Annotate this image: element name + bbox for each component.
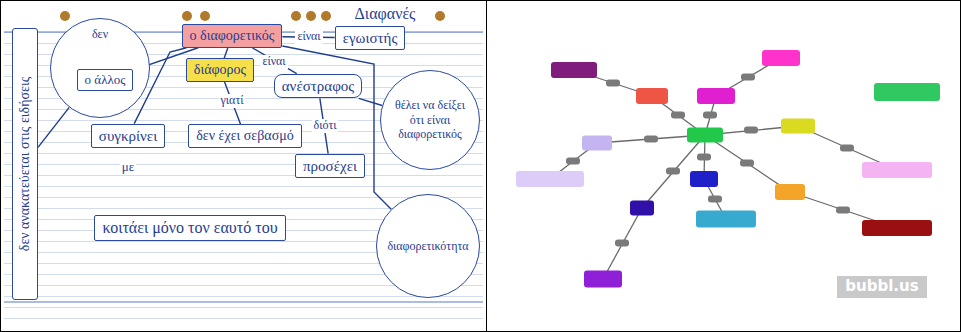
mindmap-lines: [550, 58, 897, 279]
connector-label: είναι: [295, 30, 322, 44]
concept-circle: δεν ο άλλος: [50, 18, 150, 118]
bottom-rule: [4, 302, 483, 303]
node-text: ο διαφορετικός: [190, 27, 275, 45]
mindmap-bubble: [781, 119, 815, 134]
concept-box: δεν έχει σεβασμό: [188, 124, 301, 148]
mindmap-line: [603, 208, 642, 279]
vertical-concept-box: δεν ανακατεύεται στις ειδήσεις: [12, 28, 38, 300]
mindmap-bubble: [862, 162, 932, 178]
mindmap-link-pills: [566, 74, 854, 247]
node-text: κοιτάει μόνο τον εαυτό του: [102, 218, 277, 238]
node-text: θέλει να δείξει ότι είναι διαφορετικός: [387, 98, 473, 141]
mindmap-bubble: [687, 128, 723, 143]
connector-label: διότι: [312, 119, 339, 133]
node-text: δεν έχει σεβασμό: [196, 127, 293, 145]
concept-box: ο άλλος: [77, 69, 134, 91]
link-pill: [671, 112, 685, 119]
paper: [1, 1, 486, 331]
link-pill: [703, 112, 717, 119]
link-pill: [644, 136, 658, 143]
punch-hole: [306, 11, 316, 21]
connector-line: [252, 48, 297, 74]
node-text: εγωιστής: [343, 29, 398, 48]
punch-hole: [291, 11, 301, 21]
link-pill: [744, 127, 758, 134]
note-text: με: [120, 160, 136, 175]
concept-box: προσέχει: [295, 154, 365, 179]
link-pill: [741, 74, 755, 81]
node-text: διαφορετικότητα: [380, 239, 476, 253]
connector-line: [38, 107, 69, 147]
mindmap-bubble: [697, 88, 735, 104]
concept-box: συγκρίνει: [91, 124, 165, 149]
node-text: συγκρίνει: [99, 127, 157, 146]
mindmap-bubble: [630, 201, 654, 216]
link-pill: [697, 154, 711, 161]
concept-circle: θέλει να δείξει ότι είναι διαφορετικός: [380, 70, 480, 170]
punch-hole: [321, 11, 331, 21]
node-text: δεν: [70, 27, 130, 41]
link-pill: [566, 158, 580, 165]
mindmap-bubble: [862, 220, 932, 236]
connector-label: γιατί: [219, 94, 246, 108]
concept-box: διάφορος: [186, 58, 254, 82]
mindmap-bubble: [516, 171, 584, 187]
mindmap-bubble: [762, 50, 800, 66]
concept-box: κοιτάει μόνο τον εαυτό του: [94, 215, 285, 241]
link-pill: [606, 80, 620, 87]
link-pill: [740, 160, 754, 167]
punch-hole: [60, 11, 70, 21]
mindmap-bubble: [874, 83, 940, 101]
link-pill: [708, 196, 722, 203]
cell-divider: [486, 0, 487, 332]
central-concept-box: ο διαφορετικός: [182, 24, 283, 48]
mindmap-bubble: [696, 211, 756, 228]
punch-hole: [182, 11, 192, 21]
node-text: ανέστραφος: [282, 77, 355, 96]
link-pill: [666, 168, 680, 175]
mindmap-bubble: [775, 184, 805, 200]
watermark: bubbl.us: [837, 276, 926, 297]
punch-hole: [435, 11, 445, 21]
mindmap-bubble: [690, 171, 718, 187]
concept-circle: διαφορετικότητα: [376, 194, 480, 298]
node-text: ο άλλος: [85, 72, 126, 88]
connector-line: [224, 48, 228, 59]
mindmap-bubble: [551, 62, 597, 78]
mindmap-bubble: [636, 88, 668, 104]
punch-hole: [200, 11, 210, 21]
node-text: προσέχει: [303, 157, 357, 176]
link-pill: [840, 145, 854, 152]
mindmap-bubbles: [516, 50, 940, 288]
link-pill: [615, 240, 629, 247]
concept-box: εγωιστής: [335, 26, 406, 51]
node-text: δεν ανακατεύεται στις ειδήσεις: [17, 77, 33, 251]
node-text: διάφορος: [194, 61, 246, 79]
concept-box: ανέστραφος: [274, 74, 363, 99]
handwritten-title: Διαφανές: [355, 5, 416, 23]
mindmap-bubble: [584, 271, 622, 288]
connector-label: είναι: [260, 55, 287, 69]
link-pill: [836, 207, 850, 214]
connector-line: [359, 98, 382, 105]
mindmap-bubble: [582, 136, 612, 151]
